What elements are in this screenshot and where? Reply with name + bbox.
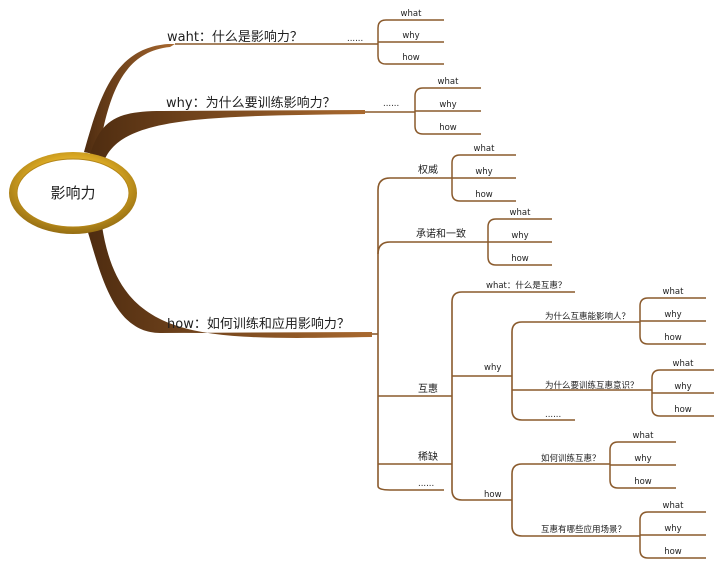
connector-lines: [175, 43, 652, 537]
fork-branch-why: what why how: [414, 77, 481, 135]
node-reciprocity-what[interactable]: what：什么是互惠？: [486, 280, 566, 291]
node-why-ellipsis: ......: [545, 410, 561, 420]
fork-why-q1: what why how: [639, 287, 706, 345]
fork-commitment: what why how: [487, 208, 552, 266]
main-trunks: [84, 44, 372, 338]
fork-label-what[interactable]: what: [673, 359, 695, 369]
fork-label-what[interactable]: what: [663, 501, 685, 511]
fork-why-q2: what why how: [651, 359, 714, 417]
branch-why-ellipsis: ......: [383, 99, 399, 109]
fork-authority: what why how: [451, 144, 516, 202]
fork-label-why[interactable]: why: [402, 31, 419, 41]
branch-how-label[interactable]: how：如何训练和应用影响力？: [167, 316, 350, 332]
fork-label-how[interactable]: how: [664, 333, 682, 343]
fork-label-why[interactable]: why: [511, 231, 528, 241]
trunk-what: [84, 44, 175, 155]
fork-label-how[interactable]: how: [634, 477, 652, 487]
node-commitment[interactable]: 承诺和一致: [416, 227, 466, 240]
node-reciprocity-why[interactable]: why: [484, 363, 501, 373]
trunk-why: [88, 110, 365, 164]
fork-label-how[interactable]: how: [674, 405, 692, 415]
branch-why-label[interactable]: why：为什么要训练影响力？: [166, 95, 336, 111]
fork-label-how[interactable]: how: [475, 190, 493, 200]
node-why-q1[interactable]: 为什么互惠能影响人？: [545, 311, 630, 322]
node-scarcity[interactable]: 稀缺: [418, 450, 438, 463]
fork-group: what why how what why how what why how what why how…: [377, 9, 714, 559]
branch-what-ellipsis: ......: [347, 34, 363, 44]
fork-label-why[interactable]: why: [439, 100, 456, 110]
node-how-q2[interactable]: 互惠有哪些应用场景？: [541, 524, 626, 535]
fork-label-what[interactable]: what: [663, 287, 685, 297]
fork-label-why[interactable]: why: [475, 167, 492, 177]
fork-how-q2: what why how: [639, 501, 706, 559]
fork-label-what[interactable]: what: [510, 208, 532, 218]
fork-label-what[interactable]: what: [401, 9, 423, 19]
fork-how-q1: what why how: [609, 431, 676, 489]
root-label: 影响力: [50, 184, 95, 202]
fork-branch-what: what why how: [377, 9, 444, 65]
node-reciprocity[interactable]: 互惠: [418, 382, 438, 395]
node-authority[interactable]: 权威: [418, 163, 438, 176]
root-node[interactable]: 影响力: [9, 152, 137, 234]
fork-label-what[interactable]: what: [438, 77, 460, 87]
fork-label-how[interactable]: how: [511, 254, 529, 264]
fork-label-what[interactable]: what: [633, 431, 655, 441]
fork-label-why[interactable]: why: [664, 524, 681, 534]
node-why-q2[interactable]: 为什么要训练互惠意识？: [545, 380, 639, 391]
branch-what-label[interactable]: waht：什么是影响力？: [167, 29, 303, 45]
fork-label-what[interactable]: what: [474, 144, 496, 154]
fork-label-why[interactable]: why: [674, 382, 691, 392]
node-how-q1[interactable]: 如何训练互惠？: [541, 453, 601, 464]
fork-label-how[interactable]: how: [439, 123, 457, 133]
fork-label-why[interactable]: why: [634, 454, 651, 464]
node-more: ......: [418, 479, 434, 489]
fork-label-how[interactable]: how: [664, 547, 682, 557]
fork-label-why[interactable]: why: [664, 310, 681, 320]
fork-label-how[interactable]: how: [402, 53, 420, 63]
node-reciprocity-how[interactable]: how: [484, 490, 502, 500]
